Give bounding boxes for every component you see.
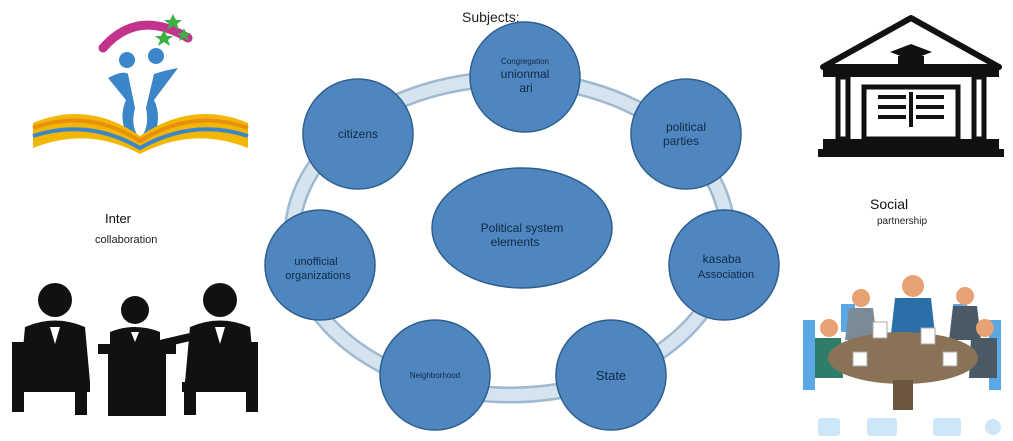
- node-neighborhood-line1: Neighborhood: [410, 371, 460, 380]
- meeting-people-icon: [12, 283, 258, 416]
- node-state-line1: State: [596, 368, 626, 383]
- right-label-title: Social: [870, 196, 909, 212]
- conference-table-icon: [803, 275, 1001, 436]
- node-political-parties: [630, 78, 742, 190]
- center-node: [431, 167, 613, 289]
- node-kasaba: [668, 209, 780, 321]
- school-building-icon: [818, 15, 1004, 157]
- node-state: [555, 319, 667, 431]
- node-political-parties-line2: parties: [663, 134, 699, 148]
- center-line1: Political system: [481, 221, 564, 235]
- node-congregation-line2: ari: [519, 81, 532, 95]
- left-label-subtitle: collaboration: [95, 234, 158, 246]
- education-logo-icon: [32, 14, 249, 154]
- node-kasaba-line2: Association: [698, 269, 754, 281]
- node-citizens: [302, 78, 414, 190]
- right-label-subtitle: partnership: [877, 216, 928, 227]
- node-congregation-line1: unionmal: [501, 67, 550, 81]
- node-citizens-line1: citizens: [338, 127, 378, 141]
- node-political-parties-line1: political: [666, 120, 706, 134]
- left-label-title: Inter: [105, 211, 132, 226]
- node-kasaba-line1: kasaba: [703, 252, 742, 266]
- node-congregation: [469, 21, 581, 133]
- node-unofficial-organizations: [264, 209, 376, 321]
- node-neighborhood: [379, 319, 491, 431]
- node-unofficial-line2: organizations: [285, 270, 351, 282]
- node-congregation-small: Congregation: [501, 57, 549, 66]
- diagram-title: Subjects:: [462, 9, 520, 25]
- center-line2: elements: [491, 235, 540, 249]
- node-unofficial-line1: unofficial: [294, 256, 337, 268]
